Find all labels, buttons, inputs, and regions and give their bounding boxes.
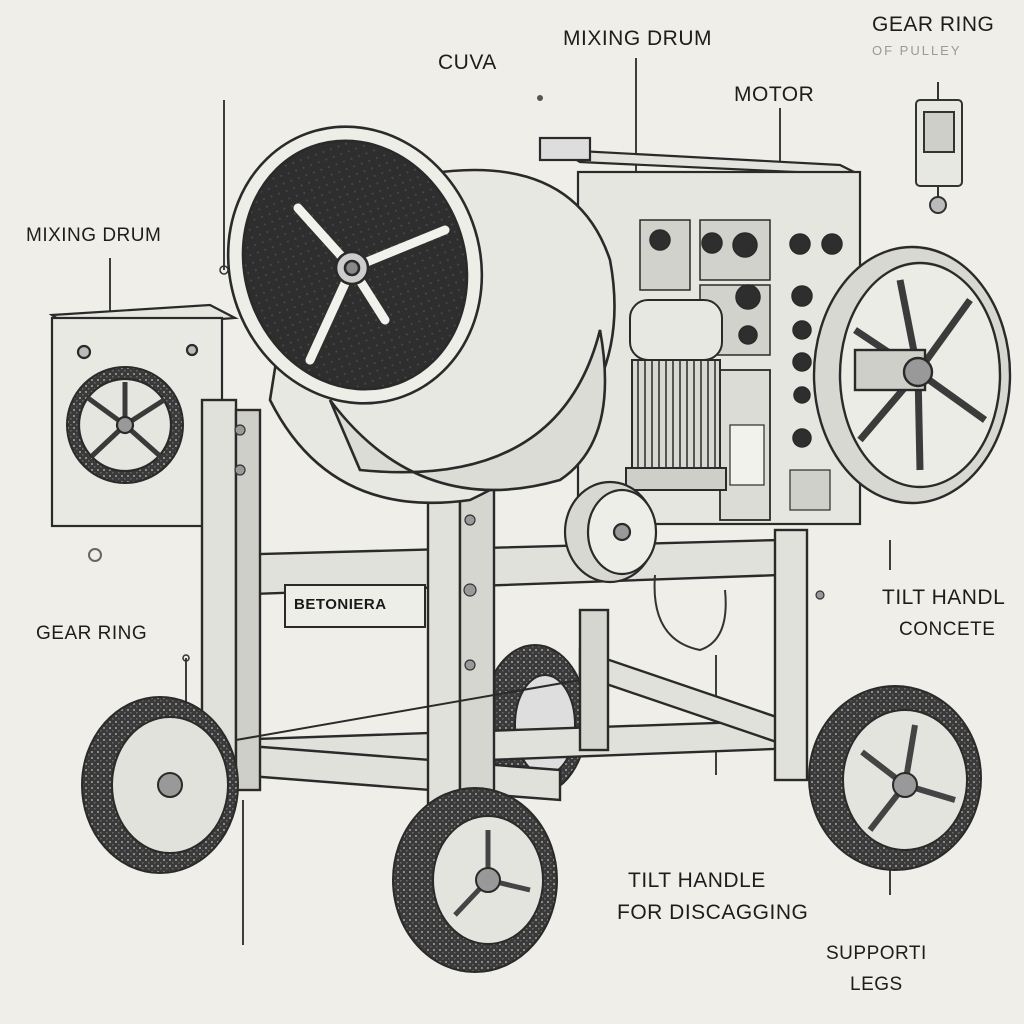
- label-mixing-drum-top: MIXING DRUM: [563, 27, 712, 50]
- frame-bolts: [234, 424, 825, 671]
- label-tilt-handle-right-sub: CONCETE: [899, 619, 996, 640]
- right-wheel: [808, 685, 982, 871]
- gear-box: [48, 303, 239, 528]
- label-tilt-handle-bottom-sub: FOR DISCAGGING: [617, 901, 809, 924]
- front-wheel: [392, 787, 558, 973]
- label-tilt-handle-bottom: TILT HANDLE: [628, 869, 766, 892]
- leader-dot: [182, 654, 190, 662]
- label-tilt-handle-right: TILT HANDL: [882, 586, 1006, 609]
- label-gear-ring-left: GEAR RING: [36, 623, 148, 644]
- label-motor: MOTOR: [734, 83, 815, 106]
- mixing-drum: [226, 125, 616, 505]
- label-gear-ring-top-sub: OF PULLEY: [872, 43, 962, 58]
- label-gear-ring-top: GEAR RING: [872, 13, 995, 36]
- leader-dot: [88, 548, 102, 562]
- drive-pulley: [563, 480, 658, 584]
- leader-dot: [537, 95, 543, 101]
- electric-motor: [625, 299, 727, 491]
- left-wheel: [81, 696, 239, 874]
- label-support-legs-1: SUPPORTI: [826, 943, 927, 964]
- label-cuva: CUVA: [438, 51, 497, 74]
- frame-plate-text: BETONIERA: [294, 596, 387, 613]
- label-mixing-drum-left: MIXING DRUM: [26, 225, 162, 246]
- name-plate: [284, 584, 426, 628]
- flywheel-pulley: [812, 245, 1012, 505]
- pulley-detail-icon: [915, 82, 963, 214]
- power-cable: [653, 574, 727, 652]
- label-support-legs-2: LEGS: [850, 974, 903, 995]
